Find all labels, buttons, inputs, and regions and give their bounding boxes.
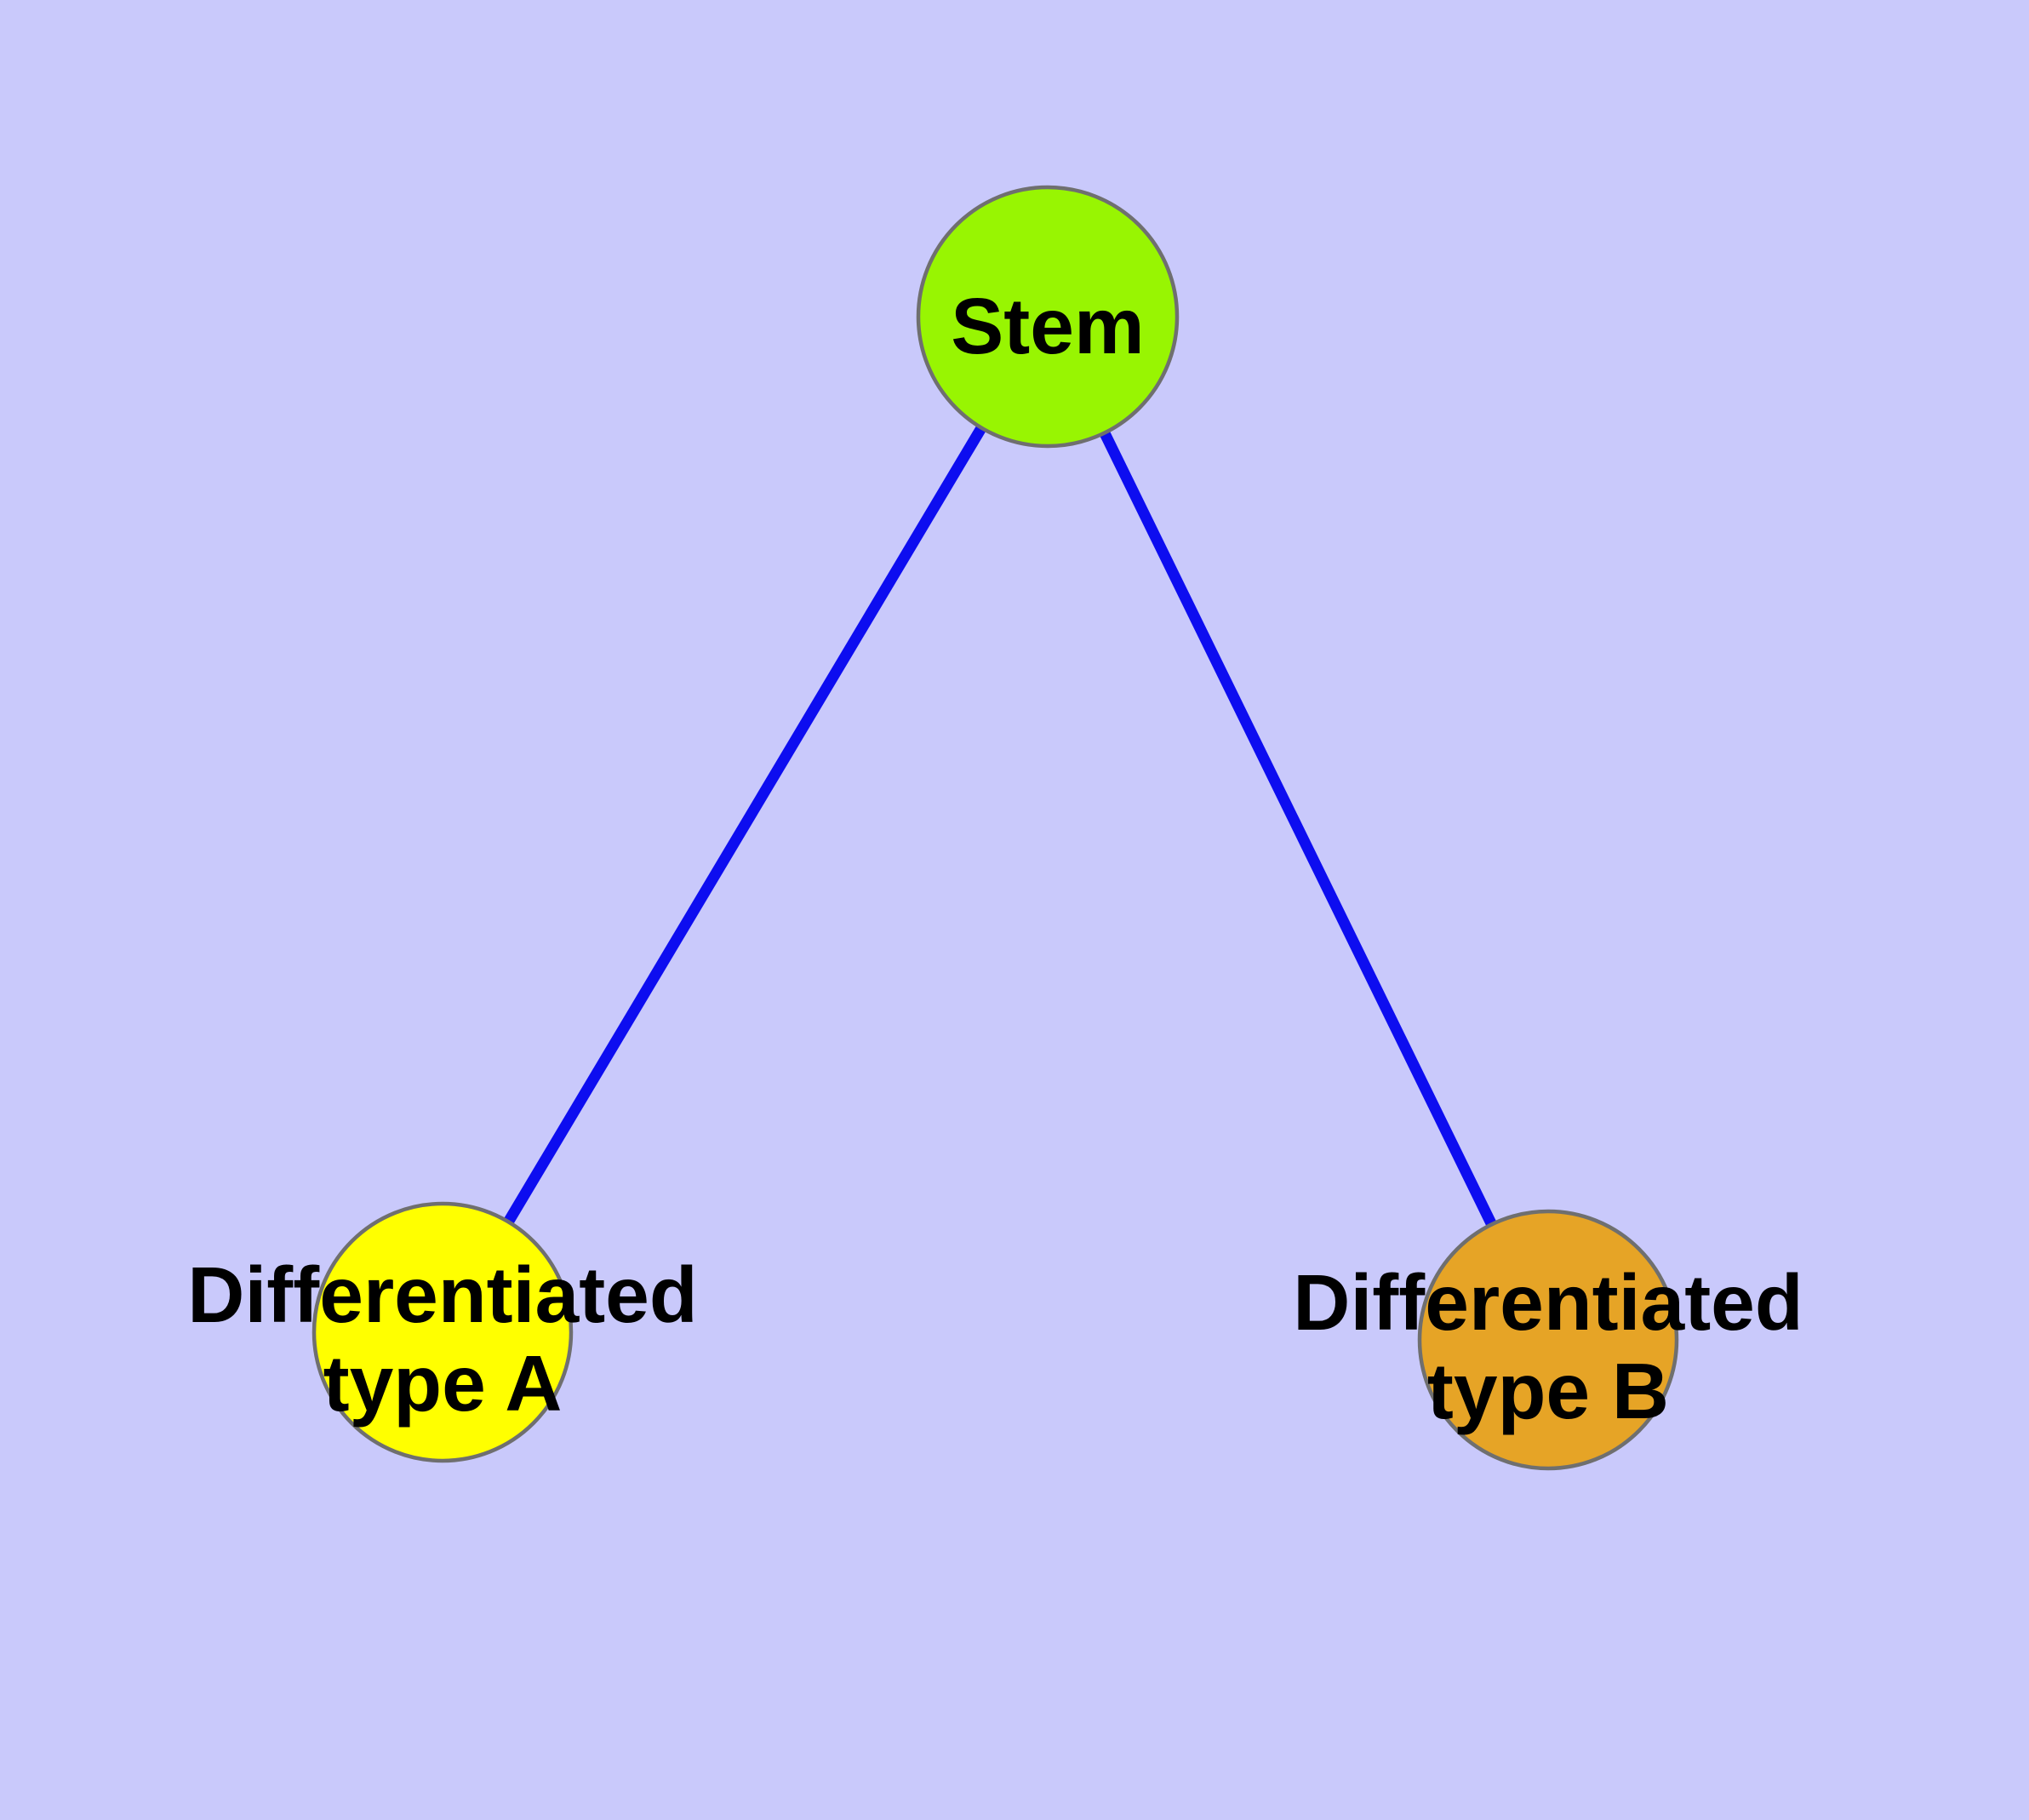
node-differentiated-type-b-label-line2: type B: [1427, 1347, 1669, 1435]
node-differentiated-type-a-circle: [311, 1201, 574, 1463]
node-differentiated-type-a-label-line2: type A: [323, 1339, 563, 1428]
node-differentiated-type-a: Differentiated type A: [187, 1201, 698, 1463]
node-differentiated-type-b: Differentiated type B: [1293, 1209, 1803, 1471]
edge-stem-to-type-b: [1043, 314, 1553, 1342]
node-differentiated-type-b-circle: [1417, 1209, 1679, 1471]
node-stem-label: Stem: [951, 282, 1144, 370]
node-stem-circle: [916, 185, 1180, 449]
edge-stem-to-type-a: [437, 313, 1053, 1336]
node-stem: Stem: [916, 185, 1180, 449]
node-differentiated-type-b-label-line1: Differentiated: [1293, 1258, 1803, 1347]
node-differentiated-type-a-label-line1: Differentiated: [187, 1251, 697, 1339]
